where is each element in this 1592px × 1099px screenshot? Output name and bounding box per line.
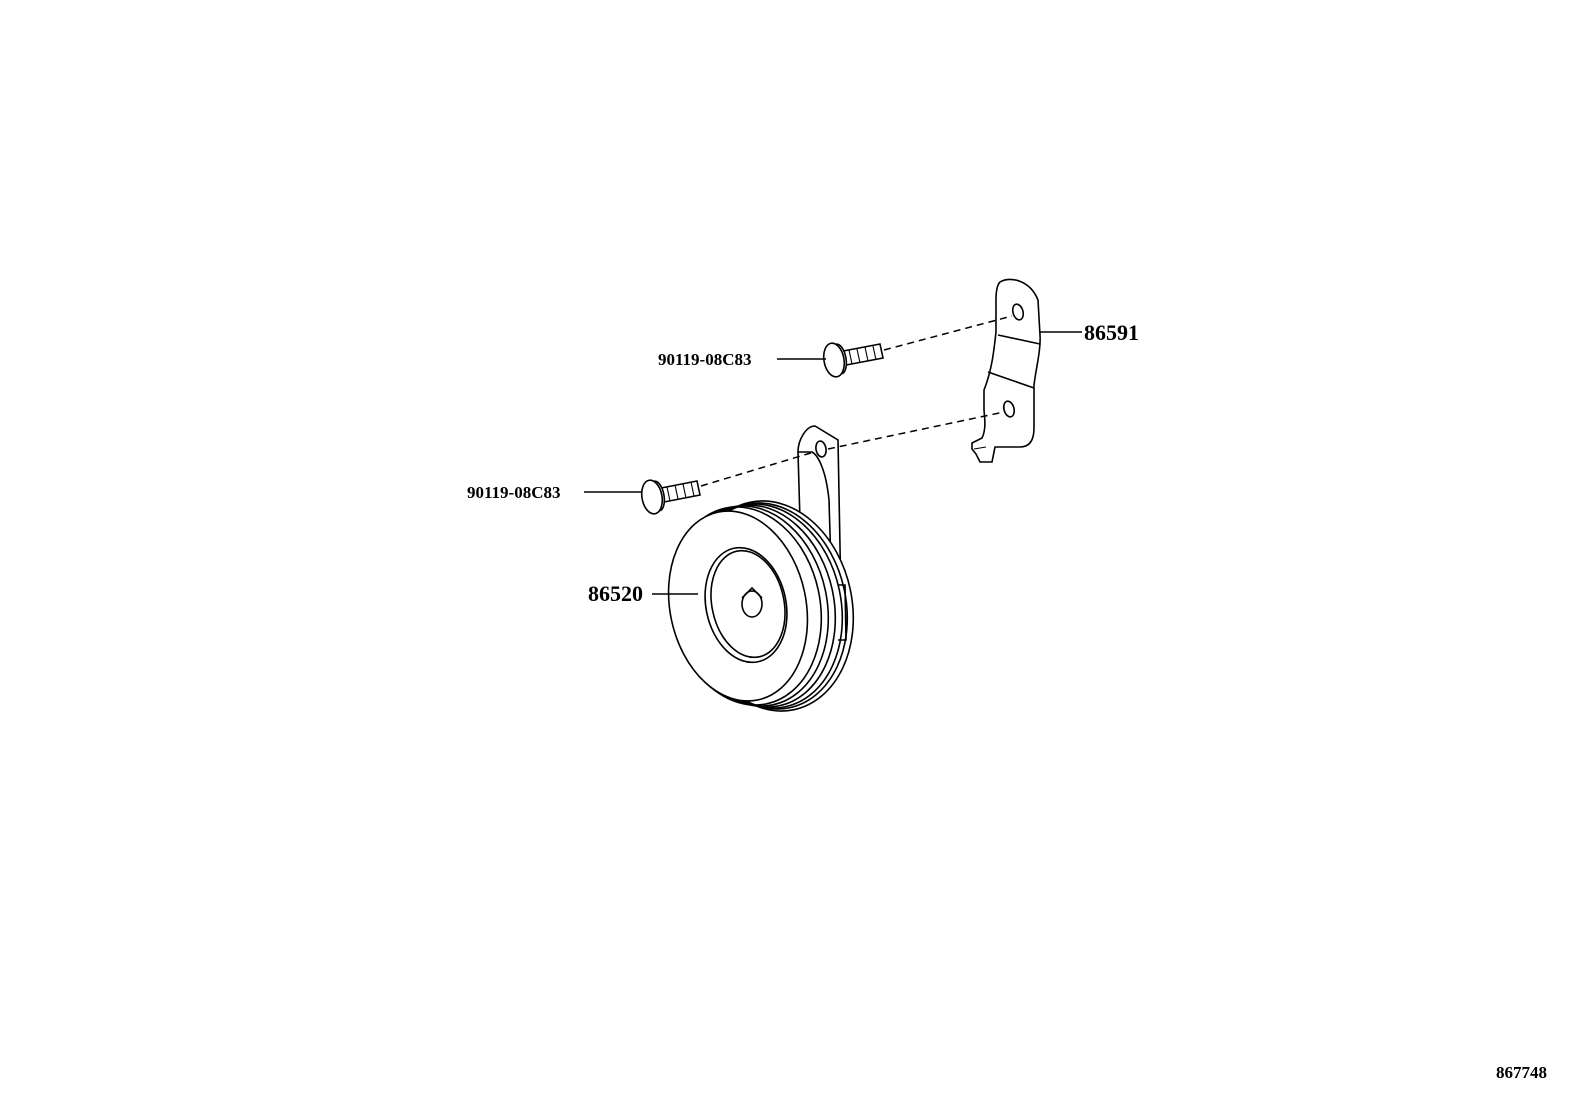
label-bracket: 86591 <box>1084 320 1139 345</box>
diagram-id: 867748 <box>1496 1063 1547 1082</box>
label-horn: 86520 <box>588 581 643 606</box>
bracket-86591[interactable] <box>971 278 1041 463</box>
alignment-line-lower <box>700 451 815 487</box>
alignment-line-stay <box>827 411 1005 450</box>
alignment-line-upper <box>883 315 1013 351</box>
label-bolt-lower: 90119-08C83 <box>467 483 561 502</box>
horn-86520[interactable] <box>652 425 873 726</box>
bolt-lower[interactable] <box>639 479 701 516</box>
label-bolt-upper: 90119-08C83 <box>658 350 752 369</box>
bolt-upper[interactable] <box>821 342 884 379</box>
